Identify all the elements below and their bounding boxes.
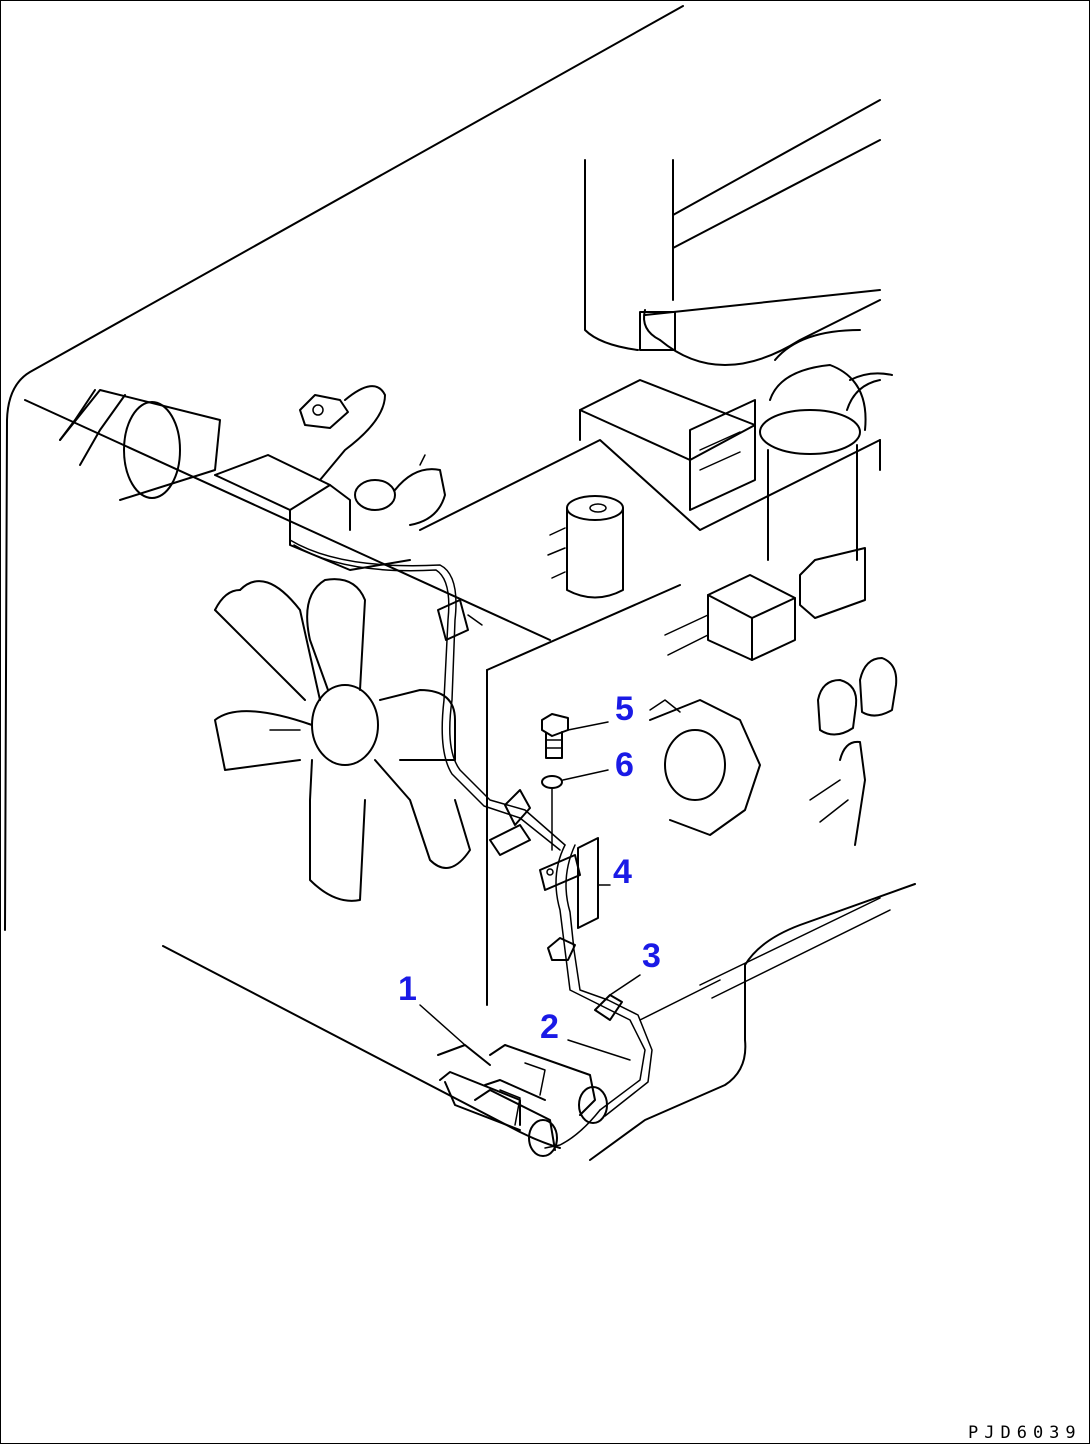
bracket-part bbox=[539, 837, 599, 929]
callout-4: 4 bbox=[613, 853, 632, 891]
round-housing bbox=[649, 699, 761, 836]
leader-lines bbox=[419, 721, 641, 1061]
relay-box bbox=[664, 574, 796, 661]
cooling-fan bbox=[214, 578, 471, 902]
knobs bbox=[809, 657, 898, 846]
machine-body-outline bbox=[4, 5, 916, 1161]
drawing-code: PJD6039 bbox=[968, 1423, 1082, 1443]
sensor-connector bbox=[299, 385, 386, 481]
callout-2: 2 bbox=[540, 1008, 559, 1046]
callout-3: 3 bbox=[642, 937, 661, 975]
callout-5: 5 bbox=[615, 690, 634, 728]
bolt-part bbox=[541, 713, 569, 759]
callout-1: 1 bbox=[398, 970, 417, 1008]
callout-6: 6 bbox=[615, 746, 634, 784]
alternator bbox=[59, 389, 411, 571]
washer-part bbox=[541, 775, 563, 851]
filter-canister bbox=[547, 495, 624, 599]
capacitor-assembly bbox=[437, 1044, 608, 1157]
callouts: 1 2 3 4 5 6 bbox=[398, 690, 661, 1046]
pulley-boss bbox=[354, 454, 446, 526]
engine-upper-structure bbox=[419, 99, 893, 619]
wiring-harness bbox=[289, 539, 653, 1149]
